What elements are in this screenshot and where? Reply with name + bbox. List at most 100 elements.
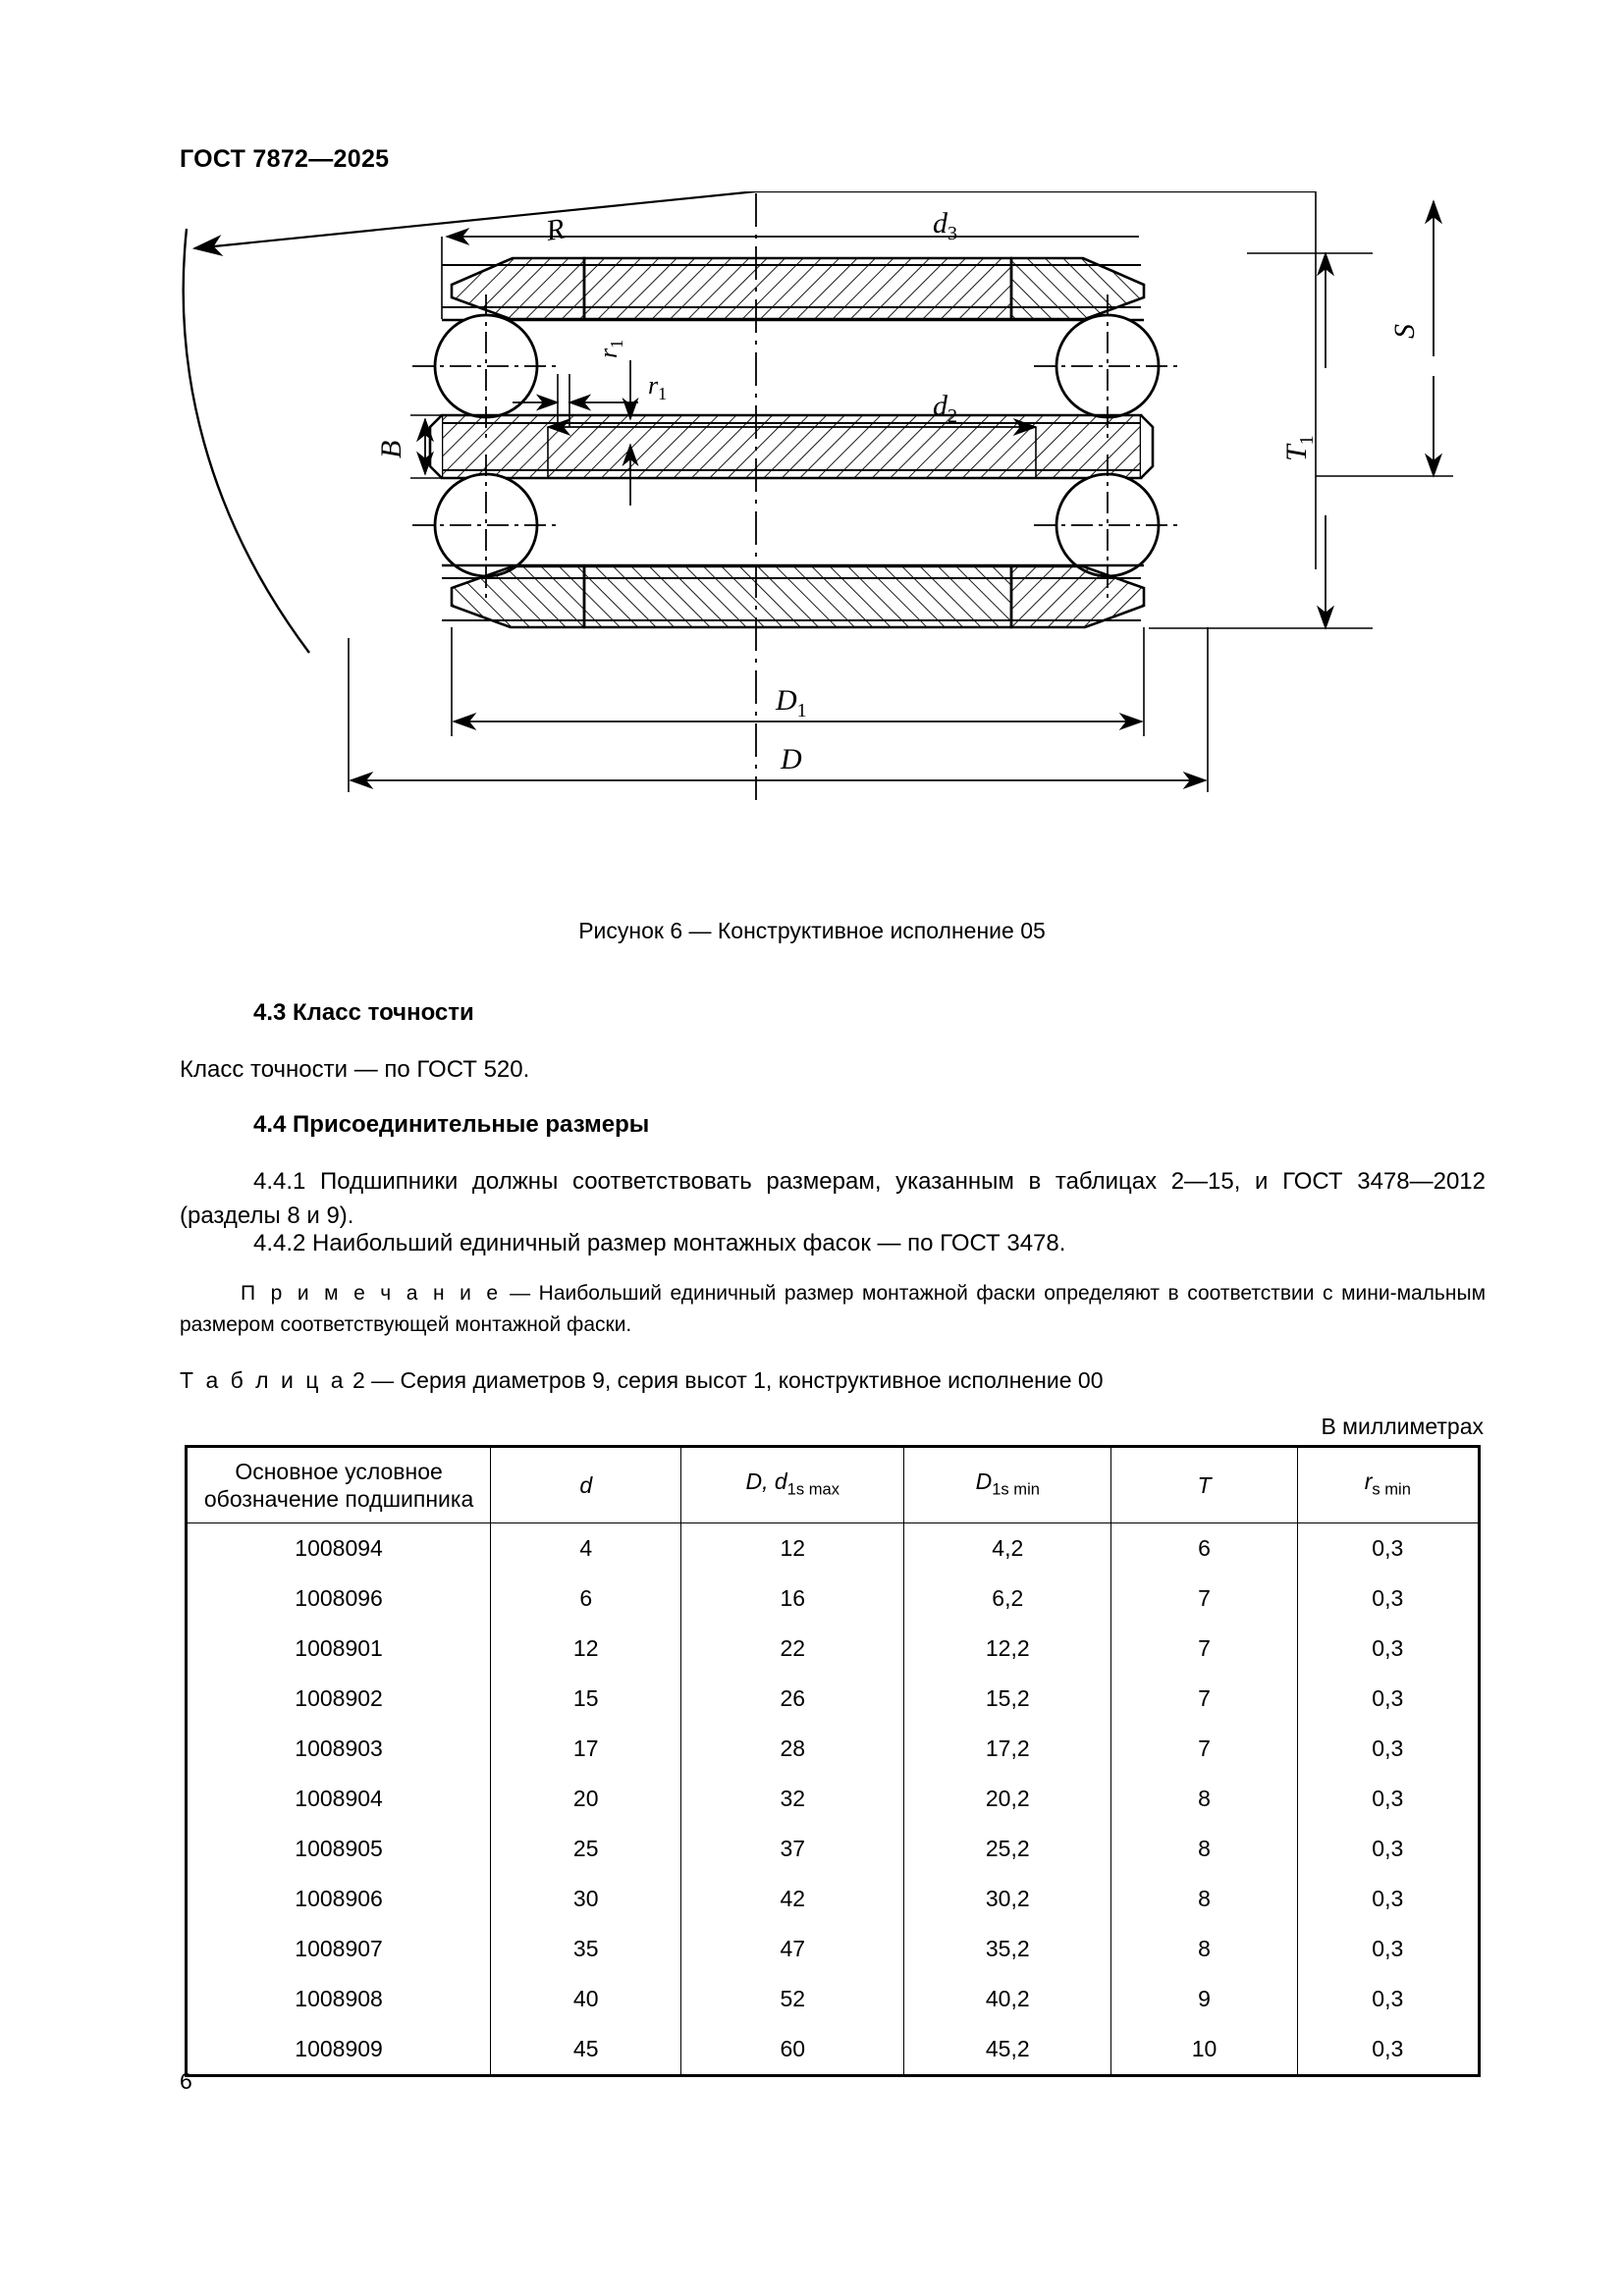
cell-T: 8 xyxy=(1110,1824,1298,1874)
page-number: 6 xyxy=(180,2068,192,2094)
header-D-d1smax: D, d1s max xyxy=(680,1445,905,1523)
label-d2: d2 xyxy=(933,390,957,427)
cell-D1: 6,2 xyxy=(903,1574,1112,1624)
radius-arc xyxy=(182,228,310,654)
clause-4-4-1: 4.4.1 Подшипники должны соответствовать … xyxy=(180,1168,1486,1229)
cell-T: 10 xyxy=(1110,2024,1298,2077)
cell-D1: 17,2 xyxy=(903,1724,1112,1774)
figure-caption: Рисунок 6 — Конструктивное исполнение 05 xyxy=(578,918,1046,943)
cell-name: 1008904 xyxy=(184,1774,492,1824)
cell-d: 45 xyxy=(490,2024,682,2077)
label-S: S xyxy=(1388,324,1421,339)
cell-D1: 40,2 xyxy=(903,1974,1112,2024)
cell-Dd: 47 xyxy=(680,1924,905,1974)
cell-D1: 25,2 xyxy=(903,1824,1112,1874)
bearing-cross-section-figure: R d3 d2 D1 D B S T1 r1 r1 xyxy=(147,189,1483,898)
table-label: Т а б л и ц а xyxy=(180,1367,347,1393)
cell-name: 1008901 xyxy=(184,1624,492,1674)
cell-T: 7 xyxy=(1110,1624,1298,1674)
cell-T: 8 xyxy=(1110,1774,1298,1824)
cell-name: 1008905 xyxy=(184,1824,492,1874)
cell-D1: 20,2 xyxy=(903,1774,1112,1824)
cell-r: 0,3 xyxy=(1296,2024,1482,2077)
header-d: d xyxy=(490,1445,682,1523)
cell-d: 25 xyxy=(490,1824,682,1874)
figure-svg: R d3 d2 D1 D B S T1 r1 r1 xyxy=(182,189,1453,800)
cell-d: 6 xyxy=(490,1574,682,1624)
label-D1: D1 xyxy=(775,684,807,721)
cell-D1: 30,2 xyxy=(903,1874,1112,1924)
cell-r: 0,3 xyxy=(1296,1674,1482,1724)
label-D: D xyxy=(780,743,802,775)
cell-T: 7 xyxy=(1110,1724,1298,1774)
cell-T: 9 xyxy=(1110,1974,1298,2024)
cell-T: 8 xyxy=(1110,1924,1298,1974)
cell-D1: 12,2 xyxy=(903,1624,1112,1674)
cell-Dd: 52 xyxy=(680,1974,905,2024)
table-caption-text: 2 — Серия диаметров 9, серия высот 1, ко… xyxy=(346,1367,1104,1393)
cell-d: 17 xyxy=(490,1724,682,1774)
label-B: B xyxy=(375,441,407,458)
cell-r: 0,3 xyxy=(1296,1724,1482,1774)
cell-T: 8 xyxy=(1110,1874,1298,1924)
cell-name: 1008096 xyxy=(184,1574,492,1624)
header-D1smin: D1s min xyxy=(903,1445,1112,1523)
note-label: П р и м е ч а н и е xyxy=(241,1282,502,1305)
bottom-washer-plate xyxy=(582,564,1013,629)
cell-name: 1008908 xyxy=(184,1974,492,2024)
cell-name: 1008909 xyxy=(184,2024,492,2077)
cell-T: 7 xyxy=(1110,1574,1298,1624)
section-4-4-heading: 4.4 Присоединительные размеры xyxy=(253,1111,650,1138)
cell-D1: 45,2 xyxy=(903,2024,1112,2077)
note-body: — Наибольший единичный размер монтажной … xyxy=(180,1282,1487,1336)
label-r1-horizontal: r1 xyxy=(648,371,667,403)
cell-Dd: 22 xyxy=(680,1624,905,1674)
cell-d: 12 xyxy=(490,1624,682,1674)
cell-r: 0,3 xyxy=(1296,1522,1482,1574)
header-T: T xyxy=(1110,1445,1298,1523)
cell-d: 40 xyxy=(490,1974,682,2024)
cell-r: 0,3 xyxy=(1296,1874,1482,1924)
cell-r: 0,3 xyxy=(1296,1924,1482,1974)
table-header-row: Основное условное обозначение подшипника… xyxy=(184,1445,1482,1523)
cell-d: 30 xyxy=(490,1874,682,1924)
cell-Dd: 12 xyxy=(680,1522,905,1574)
header-designation: Основное условное обозначение подшипника xyxy=(184,1445,492,1523)
cell-Dd: 37 xyxy=(680,1824,905,1874)
cell-Dd: 32 xyxy=(680,1774,905,1824)
cell-Dd: 28 xyxy=(680,1724,905,1774)
cell-d: 20 xyxy=(490,1774,682,1824)
table-units-note: В миллиметрах xyxy=(1321,1414,1484,1439)
table-caption: Т а б л и ц а 2 — Серия диаметров 9, сер… xyxy=(180,1367,1104,1394)
cell-r: 0,3 xyxy=(1296,1624,1482,1674)
dimensions-table: Основное условное обозначение подшипника… xyxy=(184,1445,1482,2077)
cell-D1: 15,2 xyxy=(903,1674,1112,1724)
cell-name: 1008906 xyxy=(184,1874,492,1924)
clause-4-4-2: 4.4.2 Наибольший единичный размер монтаж… xyxy=(253,1230,1066,1256)
cell-Dd: 42 xyxy=(680,1874,905,1924)
cell-D1: 4,2 xyxy=(903,1522,1112,1574)
cell-D1: 35,2 xyxy=(903,1924,1112,1974)
cell-r: 0,3 xyxy=(1296,1574,1482,1624)
section-4-3-body: Класс точности — по ГОСТ 520. xyxy=(180,1056,530,1083)
cell-d: 35 xyxy=(490,1924,682,1974)
cell-r: 0,3 xyxy=(1296,1824,1482,1874)
cell-Dd: 60 xyxy=(680,2024,905,2077)
label-R: R xyxy=(543,212,567,247)
cell-Dd: 26 xyxy=(680,1674,905,1724)
label-T1: T1 xyxy=(1280,435,1318,461)
cell-name: 1008902 xyxy=(184,1674,492,1724)
cell-d: 4 xyxy=(490,1522,682,1574)
note-block: П р и м е ч а н и е — Наибольший единичн… xyxy=(180,1278,1486,1341)
cell-T: 6 xyxy=(1110,1522,1298,1574)
